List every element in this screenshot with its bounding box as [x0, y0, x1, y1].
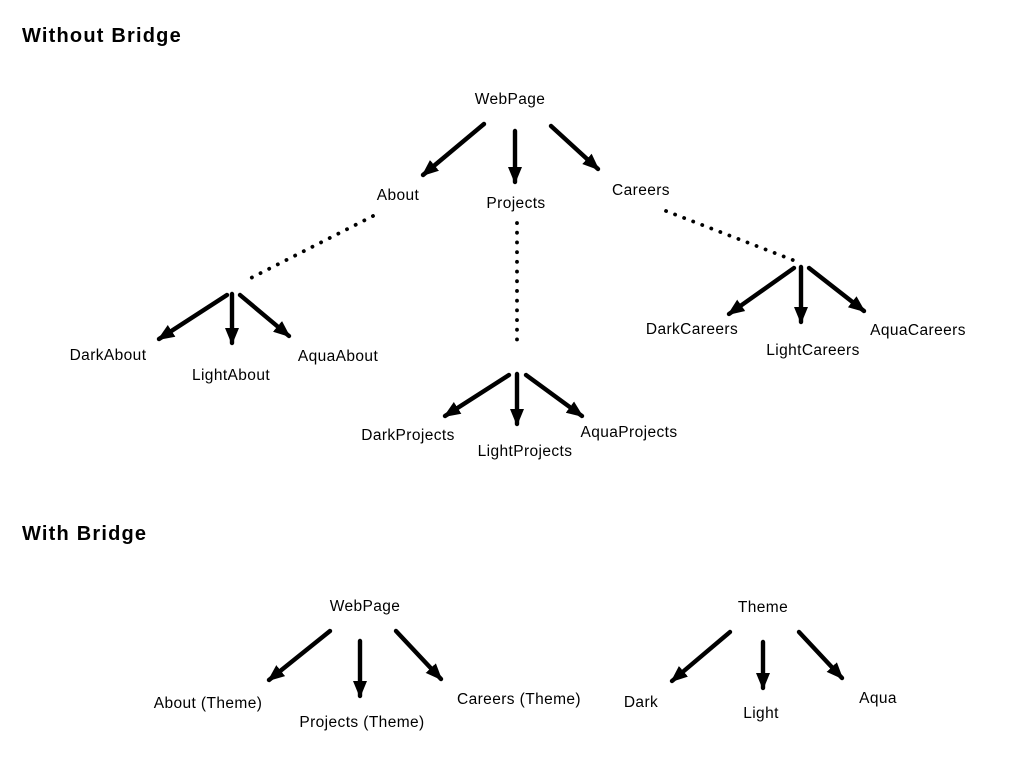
- edge-careers-darkcareers: [726, 265, 797, 317]
- node-theme: Theme: [738, 599, 788, 616]
- about-variants-group: DarkAbout LightAbout AquaAbout: [70, 291, 379, 384]
- node-careers-theme: Careers (Theme): [457, 691, 581, 708]
- edge-about-darkabout: [156, 292, 230, 342]
- node-dark: Dark: [624, 694, 658, 711]
- edge-theme-aqua: [796, 629, 845, 681]
- with-bridge-title: With Bridge: [22, 523, 147, 545]
- dotted-connector-about: [245, 214, 375, 282]
- node-lightabout: LightAbout: [192, 367, 270, 384]
- node-bridge-webpage: WebPage: [330, 598, 401, 615]
- node-aquaprojects: AquaProjects: [581, 424, 678, 441]
- node-light: Light: [743, 705, 779, 722]
- node-darkprojects: DarkProjects: [361, 427, 455, 444]
- edge-webpage-careerstheme: [393, 628, 444, 682]
- node-lightcareers: LightCareers: [766, 342, 860, 359]
- bridge-webpage-tree: WebPage About (Theme) Projects (Theme) C…: [154, 598, 581, 731]
- node-darkcareers: DarkCareers: [646, 321, 738, 338]
- node-careers: Careers: [612, 182, 670, 199]
- node-aquaabout: AquaAbout: [298, 348, 379, 365]
- edge-projects-aquaprojects: [523, 372, 585, 419]
- careers-variants-group: DarkCareers LightCareers AquaCareers: [646, 264, 966, 359]
- node-projects-theme: Projects (Theme): [299, 714, 424, 731]
- node-projects: Projects: [486, 195, 545, 212]
- node-about-theme: About (Theme): [154, 695, 263, 712]
- dotted-connector-careers: [664, 209, 800, 264]
- node-webpage: WebPage: [475, 91, 546, 108]
- with-bridge-section: With Bridge WebPage About (Theme) Projec…: [22, 523, 897, 731]
- bridge-theme-tree: Theme Dark Light Aqua: [624, 599, 897, 722]
- projects-variants-group: DarkProjects LightProjects AquaProjects: [361, 371, 678, 460]
- without-bridge-section: Without Bridge WebPage About Projects Ca…: [22, 25, 966, 460]
- edge-careers-aquacareers: [806, 265, 867, 314]
- node-about: About: [377, 187, 420, 204]
- without-bridge-title: Without Bridge: [22, 25, 182, 47]
- edge-webpage-careers: [548, 123, 601, 172]
- edge-theme-dark: [669, 629, 733, 684]
- edge-about-aquaabout: [237, 292, 292, 339]
- node-darkabout: DarkAbout: [70, 347, 147, 364]
- edge-webpage-abouttheme: [266, 628, 333, 683]
- edge-projects-darkprojects: [442, 372, 512, 419]
- node-aquacareers: AquaCareers: [870, 322, 966, 339]
- node-aqua: Aqua: [859, 690, 897, 707]
- edge-webpage-about: [420, 121, 487, 178]
- node-lightprojects: LightProjects: [478, 443, 573, 460]
